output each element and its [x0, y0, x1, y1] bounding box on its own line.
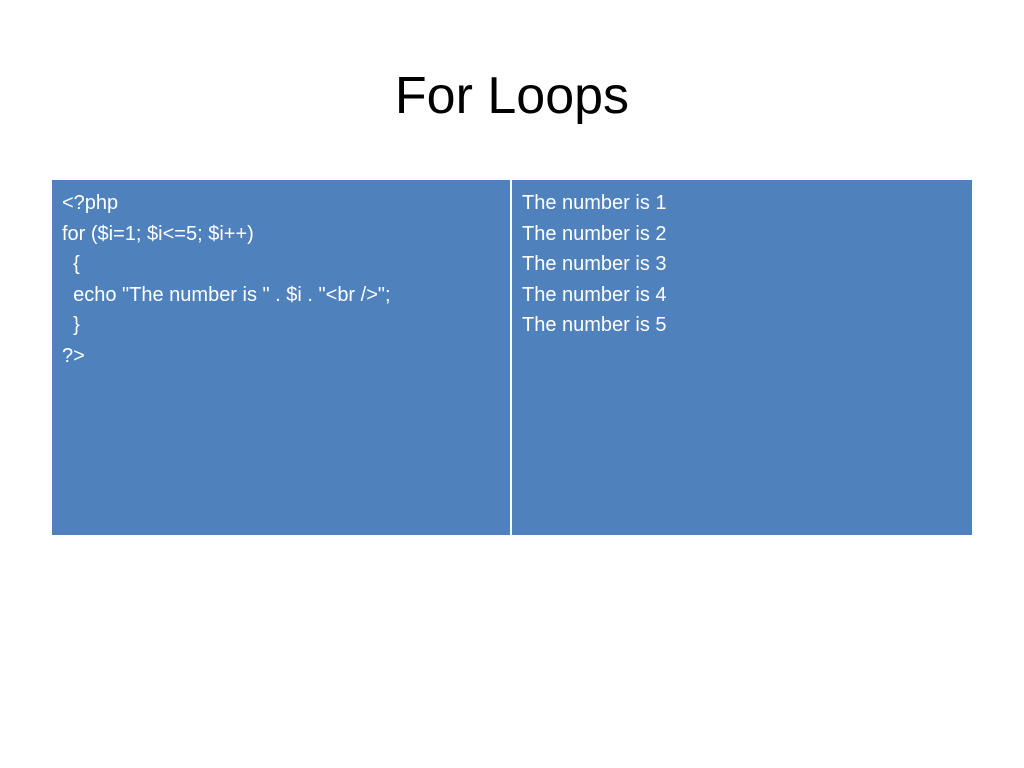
output-cell: The number is 1 The number is 2 The numb… [512, 180, 972, 535]
code-line: { [62, 253, 80, 276]
code-output-table: <?php for ($i=1; $i<=5; $i++) { echo "Th… [52, 180, 972, 535]
output-line: The number is 3 [522, 253, 667, 276]
code-line: ?> [62, 344, 85, 367]
code-cell: <?php for ($i=1; $i<=5; $i++) { echo "Th… [52, 180, 512, 535]
code-line: echo "The number is " . $i . "<br />"; [62, 283, 391, 306]
code-line: for ($i=1; $i<=5; $i++) [62, 222, 254, 245]
output-line: The number is 1 [522, 192, 667, 214]
code-line: } [62, 314, 80, 337]
output-line: The number is 2 [522, 222, 667, 245]
code-line: <?php [62, 192, 119, 214]
output-line: The number is 5 [522, 314, 667, 337]
output-line: The number is 4 [522, 283, 667, 306]
slide-title: For Loops [394, 67, 630, 125]
